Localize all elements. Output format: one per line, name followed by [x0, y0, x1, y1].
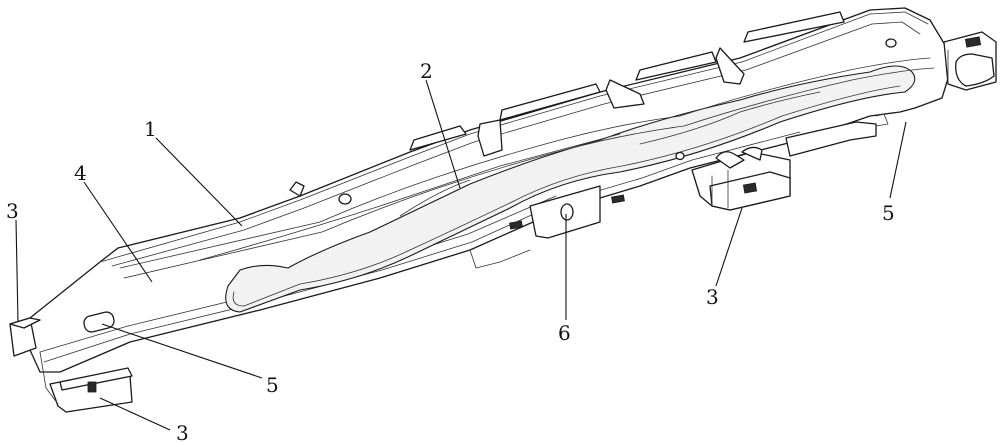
callout-4: 4	[74, 161, 87, 185]
callout-2: 2	[420, 59, 433, 83]
right-connector	[943, 31, 997, 91]
leader-5b	[889, 121, 907, 199]
leader-lines	[15, 79, 907, 431]
left-connector	[9, 317, 133, 413]
callout-5-right: 5	[882, 201, 895, 225]
callout-6: 6	[558, 321, 571, 345]
leader-5a	[101, 323, 263, 379]
center-slot	[225, 65, 916, 313]
center-tab	[469, 185, 625, 269]
leader-3c	[715, 207, 743, 287]
callout-3-left: 3	[6, 199, 19, 223]
callout-labels: 1 2 3 3 3 4 5 5 6	[6, 59, 895, 445]
callout-3-middle: 3	[706, 285, 719, 309]
holes	[83, 38, 897, 333]
leader-3a	[15, 219, 19, 323]
leader-2	[425, 79, 461, 189]
callout-5-left: 5	[266, 373, 279, 397]
callout-3-bottom: 3	[176, 421, 189, 445]
top-tabs	[289, 11, 845, 197]
leader-4	[83, 181, 153, 283]
leader-3b	[99, 397, 171, 431]
leader-1	[155, 137, 243, 227]
callout-1: 1	[144, 117, 157, 141]
mid-connector	[691, 146, 791, 211]
raised-rib	[119, 57, 935, 279]
right-hook	[785, 113, 889, 157]
